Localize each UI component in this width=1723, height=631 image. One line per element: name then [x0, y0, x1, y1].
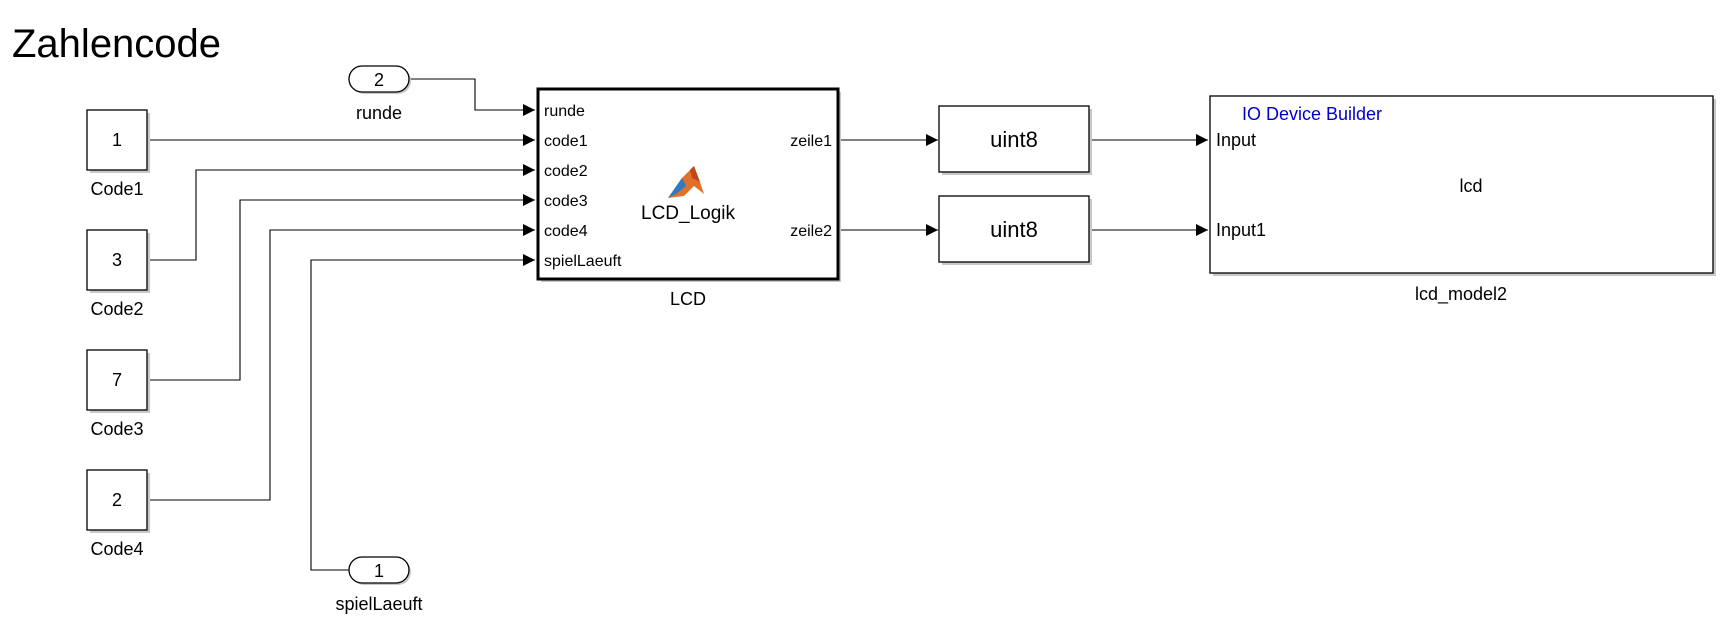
- constant-value: 7: [112, 370, 122, 390]
- inport-number: 1: [374, 561, 384, 581]
- device-block-name: lcd_model2: [1415, 284, 1507, 305]
- constant-label: Code3: [90, 419, 143, 439]
- signal-lines: [149, 78, 1208, 571]
- matlab-logo-icon: [668, 166, 704, 198]
- wire-code3[interactable]: [149, 194, 535, 381]
- lcd-input-port: spielLaeuft: [544, 253, 622, 270]
- lcd-input-port: code4: [544, 223, 588, 240]
- inport-label: spielLaeuft: [335, 594, 422, 614]
- wire-code4[interactable]: [149, 224, 535, 501]
- lcd-input-port: code2: [544, 163, 588, 180]
- constant-block-code3[interactable]: 7 Code3: [86, 349, 150, 439]
- lcd-input-port: runde: [544, 103, 585, 120]
- inport-label: runde: [356, 103, 402, 123]
- wire-runde[interactable]: [409, 78, 535, 116]
- lcd-input-port: code1: [544, 133, 588, 150]
- device-center-text: lcd: [1459, 176, 1482, 196]
- inport-runde[interactable]: 2 runde: [348, 65, 411, 123]
- lcd-input-port: code3: [544, 193, 588, 210]
- device-input-port: Input: [1216, 130, 1256, 150]
- constant-value: 1: [112, 130, 122, 150]
- constant-value: 3: [112, 250, 122, 270]
- conversion-label: uint8: [990, 217, 1038, 242]
- constant-value: 2: [112, 490, 122, 510]
- uint8-conversion-block-2[interactable]: uint8: [938, 195, 1092, 265]
- wire-spiellaeuft[interactable]: [310, 254, 535, 571]
- wire-code2[interactable]: [149, 164, 535, 261]
- conversion-label: uint8: [990, 127, 1038, 152]
- device-header: IO Device Builder: [1242, 104, 1382, 124]
- lcd-function-block[interactable]: runde code1 code2 code3 code4 spielLaeuf…: [536, 87, 841, 309]
- constant-label: Code4: [90, 539, 143, 559]
- constant-block-code2[interactable]: 3 Code2: [86, 229, 150, 319]
- uint8-conversion-block-1[interactable]: uint8: [938, 105, 1092, 175]
- inport-spiellaeuft[interactable]: 1 spielLaeuft: [335, 556, 423, 614]
- constant-block-code1[interactable]: 1 Code1: [86, 109, 150, 199]
- page-title: Zahlencode: [12, 22, 222, 66]
- constant-block-code4[interactable]: 2 Code4: [86, 469, 150, 559]
- inport-number: 2: [374, 70, 384, 90]
- lcd-center-text: LCD_Logik: [641, 203, 735, 224]
- io-device-builder-block[interactable]: IO Device Builder Input Input1 lcd lcd_m…: [1209, 95, 1716, 305]
- constant-label: Code2: [90, 299, 143, 319]
- device-input-port: Input1: [1216, 220, 1266, 240]
- lcd-output-port: zeile1: [790, 133, 832, 150]
- constant-label: Code1: [90, 179, 143, 199]
- lcd-block-name: LCD: [670, 289, 706, 309]
- lcd-output-port: zeile2: [790, 223, 832, 240]
